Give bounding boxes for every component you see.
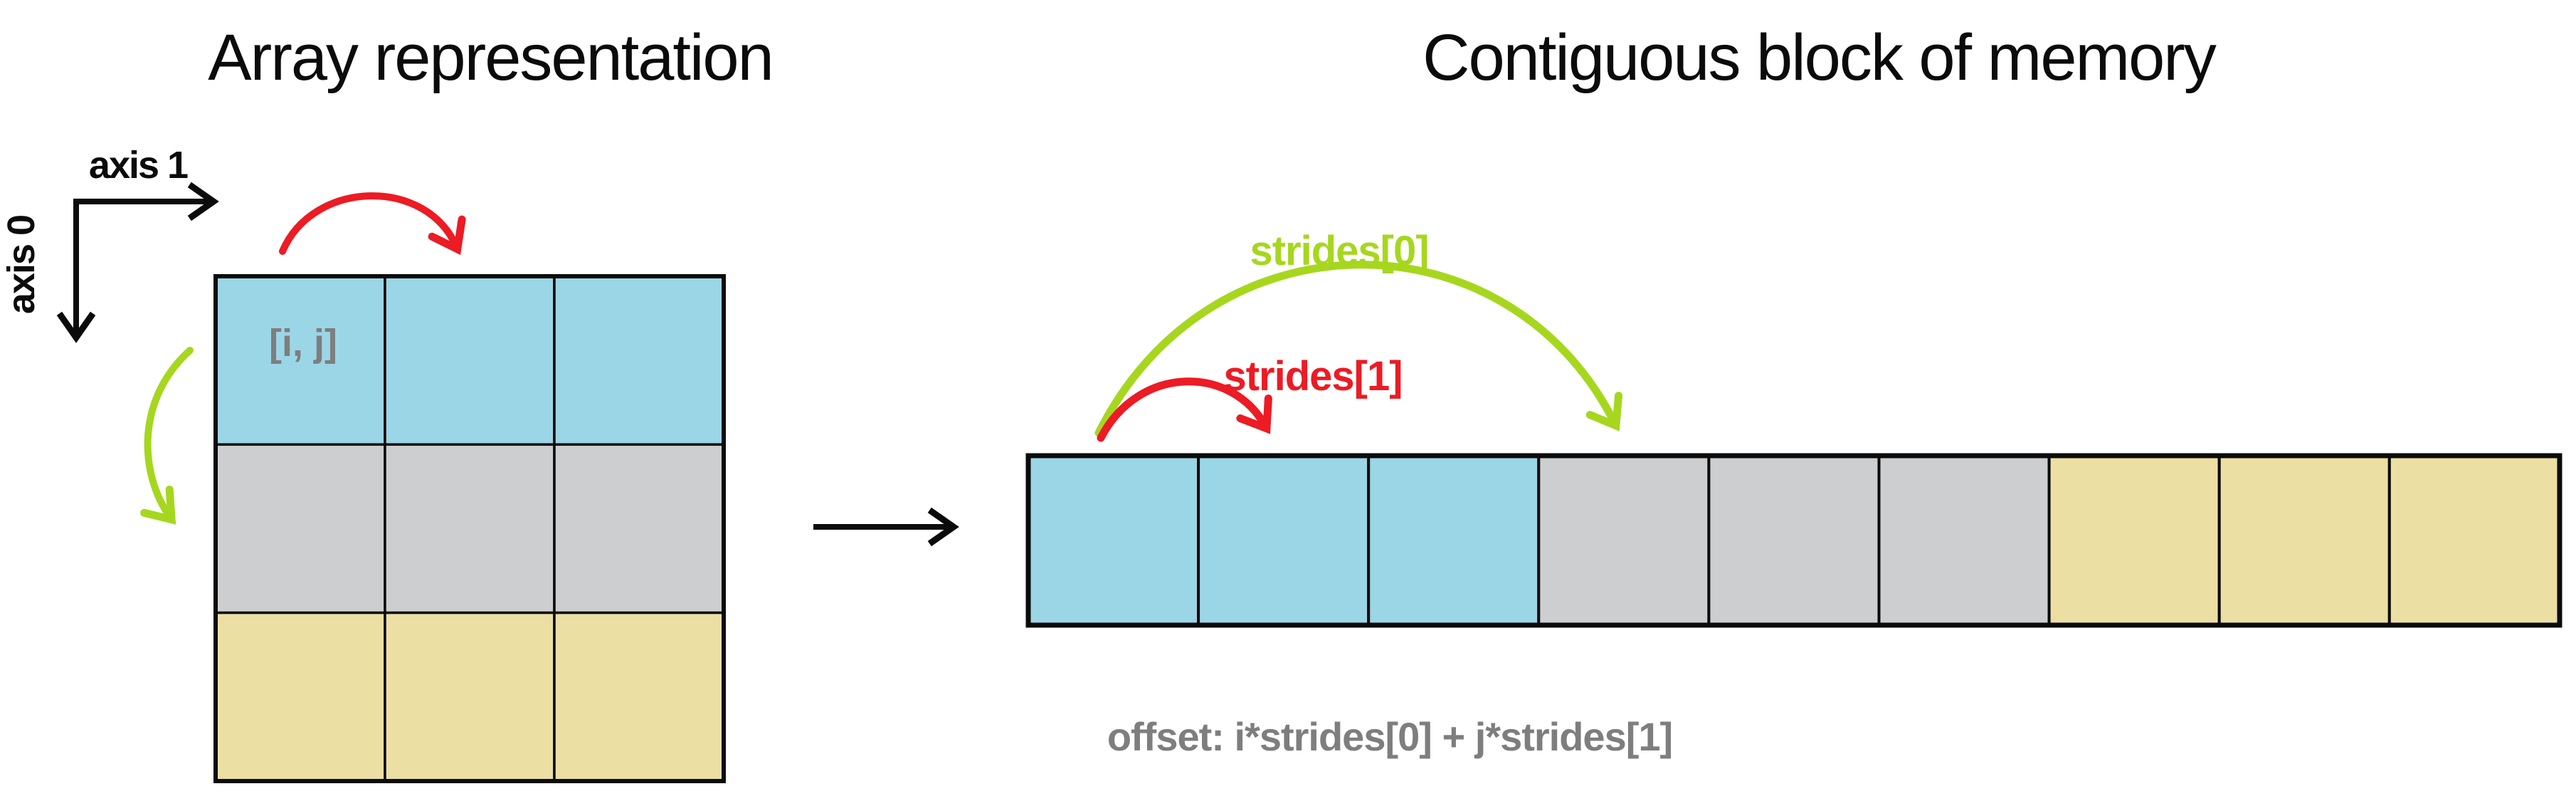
strides1-arc [1097,377,1272,442]
grid-cell-1-2 [553,443,725,614]
memory-cell-6 [2047,454,2221,627]
axis0-label: axis 0 [0,216,43,314]
grid-cell-1-1 [384,443,556,614]
grid-cell-0-2 [553,275,725,446]
array-grid-outline [213,274,726,783]
axis0-hop-arc-green [140,347,194,525]
memory-cell-7 [2217,454,2391,627]
memory-row-cells [1027,454,2561,627]
grid-cell-0-1 [384,275,556,446]
axis1-label: axis 1 [89,144,188,187]
right-panel-title: Contiguous block of memory [1422,21,2217,94]
memory-cell-1 [1197,454,1371,627]
memory-row-outline [1025,453,2562,628]
offset-formula: offset: i*strides[0] + j*strides[1] [1107,714,1672,759]
grid-cell-2-1 [384,611,556,783]
strides1-label: strides[1] [1223,353,1402,399]
memory-cell-5 [1877,454,2051,627]
memory-cell-2 [1367,454,1541,627]
memory-cell-8 [2387,454,2561,627]
memory-cell-4 [1707,454,1881,627]
cell-ij-label: [i, j] [269,322,337,365]
memory-cell-3 [1537,454,1711,627]
strides0-arc [1094,261,1622,437]
memory-cell-0 [1027,454,1200,627]
grid-cell-2-2 [553,611,725,783]
axis1-hop-arc-red [279,192,466,256]
grid-cell-1-0 [214,443,386,614]
grid-cell-2-0 [214,611,386,783]
left-panel-title: Array representation [208,21,773,94]
array-grid-cells [214,275,725,783]
